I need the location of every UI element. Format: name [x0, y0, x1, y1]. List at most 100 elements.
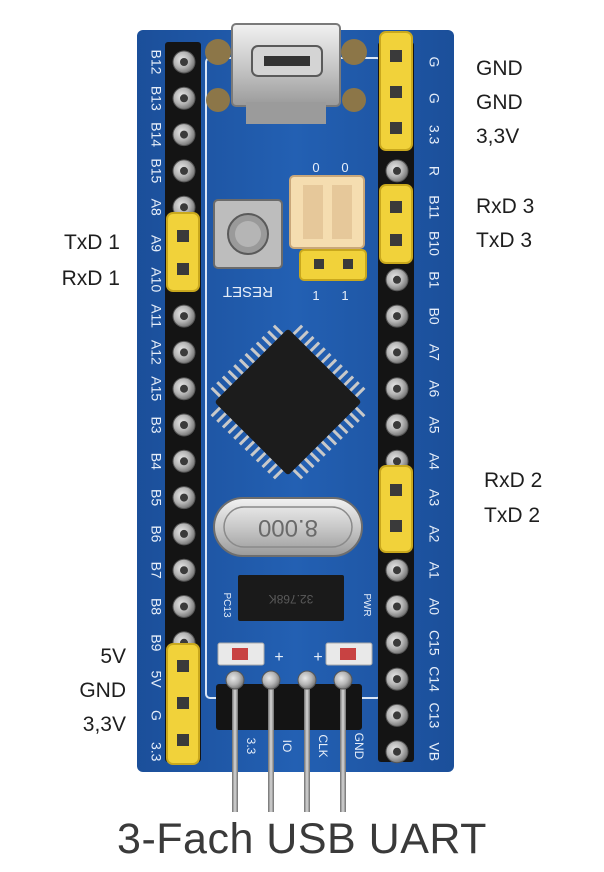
mcu-pin: [298, 463, 309, 474]
mcu-pin: [315, 347, 326, 358]
pwr-label: PWR: [361, 593, 372, 616]
left-pin-label: A8: [148, 199, 164, 216]
boot-mark-0a: 0: [312, 160, 319, 175]
label-gnd-right-2: GND: [476, 91, 523, 114]
mcu-pin: [221, 417, 233, 429]
right-pad-hole: [393, 457, 401, 466]
left-pin-label: B4: [148, 453, 164, 470]
mcu-pin: [216, 381, 227, 392]
led-pc13: [217, 642, 265, 666]
mcu-pin: [261, 457, 273, 469]
mcu-pin: [303, 457, 315, 469]
left-pin-label: B15: [148, 158, 164, 183]
mcu-pin: [210, 406, 222, 418]
mcu-pin: [354, 406, 366, 418]
swd-pad: [297, 670, 317, 690]
left-pin-label: A11: [148, 304, 164, 328]
right-pad-hole: [393, 384, 401, 393]
rtc-crystal-ic: [238, 575, 344, 621]
label-rxd2: RxD 2: [484, 469, 543, 492]
right-pin-label: R: [426, 166, 442, 176]
jumper-right-uart2: [379, 465, 413, 553]
left-pad-hole: [180, 566, 188, 575]
mcu-pin: [320, 352, 332, 364]
plus-mark-right: +: [313, 649, 322, 666]
right-pin-label: A7: [426, 344, 442, 361]
right-pin-label: A3: [426, 489, 442, 506]
jumper-right-uart3: [379, 184, 413, 264]
boot-mark-1b: 1: [341, 288, 348, 303]
mcu-pin: [272, 324, 284, 336]
right-pin-label: B10: [426, 231, 442, 256]
mcu-pin: [244, 352, 256, 364]
mcu-pin: [343, 375, 355, 387]
left-pin-label: B13: [148, 86, 164, 111]
left-pin-label: A15: [148, 376, 164, 401]
right-pin-label: B0: [426, 308, 442, 325]
left-pad-hole: [180, 166, 188, 175]
right-pad-hole: [393, 312, 401, 321]
right-pin-label: A1: [426, 562, 442, 579]
left-pin-label: B5: [148, 489, 164, 506]
mcu-pin: [255, 451, 267, 463]
mcu-pin: [309, 451, 321, 463]
left-pin-label: 3.3: [148, 742, 164, 762]
mcu-pin: [210, 386, 222, 398]
swd-pin: [340, 672, 346, 812]
left-pad-hole: [180, 457, 188, 466]
mcu-pin: [250, 347, 261, 358]
left-pad-hole: [180, 529, 188, 538]
right-pin-label: A4: [426, 453, 442, 470]
swd-label: GND: [352, 733, 366, 760]
mcu-pin: [250, 446, 261, 457]
mcu-pin: [272, 468, 284, 480]
right-pad-hole: [393, 566, 401, 575]
mcu-pin: [244, 440, 256, 452]
rtc-ic-marking: 32.768K: [269, 592, 314, 606]
left-pin-label: B3: [148, 416, 164, 433]
pc13-label: PC13: [221, 592, 232, 617]
left-pad-hole: [180, 602, 188, 611]
mcu-pin: [238, 434, 250, 446]
mcu-pin: [337, 369, 349, 381]
mcu-pins: [210, 324, 366, 480]
mcu-pin: [267, 330, 278, 341]
mcu-pin: [354, 386, 366, 398]
mcu-pin: [261, 335, 273, 347]
swd-pad: [225, 670, 245, 690]
mcu-pin: [320, 440, 332, 452]
mcu-pin: [233, 364, 244, 375]
left-pad-hole: [180, 130, 188, 139]
swd-label: 3.3: [244, 738, 258, 755]
swd-pad: [333, 670, 353, 690]
mcu-pin: [267, 463, 278, 474]
left-pin-silkscreen: B12B13B14B15A8A9A10A11A12A15B3B4B5B6B7B8…: [148, 50, 164, 762]
label-txd3: TxD 3: [476, 229, 533, 252]
left-pad-hole: [180, 493, 188, 502]
right-pin-silkscreen: GG3.3RB11B10B1B0A7A6A5A4A3A2A1A0C15C14C1…: [426, 57, 442, 761]
reset-label: RESET: [223, 283, 273, 300]
mcu-pin: [326, 434, 338, 446]
label-33v-left: 3,3V: [82, 713, 126, 736]
right-pin-label: G: [426, 57, 442, 68]
swd-pin: [268, 672, 274, 812]
jumper-left-uart1: [166, 212, 200, 292]
left-pin-label: B14: [148, 122, 164, 147]
right-pin-label: B11: [426, 195, 442, 219]
right-pad-hole: [393, 711, 401, 720]
right-pad-hole: [393, 421, 401, 429]
reset-button: [213, 199, 283, 269]
left-pad-hole: [180, 58, 188, 66]
right-pin-label: C13: [426, 703, 442, 729]
right-pin-label: B1: [426, 271, 442, 288]
right-pin-label: C15: [426, 630, 442, 656]
left-pad-hole: [180, 203, 188, 212]
mcu-pin: [326, 358, 338, 370]
left-pad-hole: [180, 312, 188, 321]
mcu-pin: [309, 341, 321, 353]
swd-label: CLK: [316, 734, 330, 757]
swd-header-body: [216, 684, 362, 730]
crystal: [213, 497, 363, 557]
